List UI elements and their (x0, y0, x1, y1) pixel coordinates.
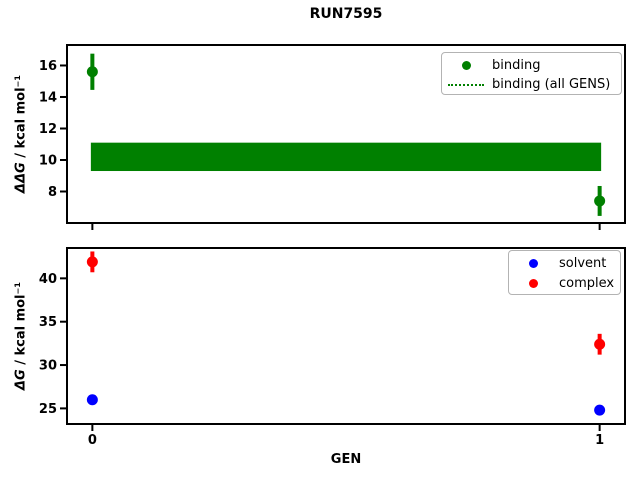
y-tick-label: 35 (39, 315, 57, 330)
x-axis-label: GEN (330, 452, 362, 467)
legend-handle (515, 278, 551, 288)
delta-g-label: ΔG (13, 369, 29, 391)
legend-label-solvent: solvent (559, 256, 607, 272)
binding-dot-icon (461, 61, 471, 70)
legend-solvent-complex: solvent complex (508, 250, 621, 295)
y-tick-label: 16 (39, 59, 57, 74)
solvent-data-point (86, 394, 98, 406)
figure-title: RUN7595 (309, 6, 383, 22)
legend-item-binding-all-gens: binding (all GENS) (448, 75, 615, 94)
complex-data-point (86, 256, 98, 268)
y-tick-label: 8 (48, 185, 57, 200)
legend-item-solvent: solvent (515, 254, 614, 274)
legend-label-binding-all-gens: binding (all GENS) (492, 77, 611, 92)
legend-handle (448, 61, 484, 70)
legend-item-binding: binding (448, 56, 615, 75)
dotted-line-icon (448, 83, 484, 86)
y-tick-label: 25 (39, 402, 57, 417)
complex-data-point (594, 338, 606, 350)
binding-data-point (594, 195, 606, 207)
x-tick-label: 1 (595, 433, 604, 448)
legend-handle (448, 83, 484, 86)
y-tick-label: 40 (39, 272, 57, 287)
legend-binding: binding binding (all GENS) (441, 52, 622, 95)
y-tick-label: 14 (39, 90, 57, 105)
legend-label-binding: binding (492, 58, 541, 73)
legend-item-complex: complex (515, 274, 614, 294)
complex-dot-icon (528, 278, 538, 288)
axes-frame (66, 247, 626, 425)
solvent-data-point (594, 404, 606, 416)
y-tick-label: 10 (39, 153, 57, 168)
y-axis-unit-label: / kcal mol⁻¹ (13, 74, 29, 163)
bottom-y-axis-label: ΔG / kcal mol⁻¹ (14, 282, 29, 390)
binding-data-point (86, 66, 98, 78)
delta-delta-g-label: ΔΔG (13, 162, 29, 194)
legend-label-complex: complex (559, 275, 615, 291)
legend-handle (515, 259, 551, 269)
x-tick-label: 0 (88, 433, 97, 448)
y-tick-label: 12 (39, 122, 57, 137)
axes-frame (66, 44, 626, 224)
solvent-dot-icon (528, 259, 538, 269)
top-y-axis-label: ΔΔG / kcal mol⁻¹ (14, 75, 29, 193)
y-axis-unit-label: / kcal mol⁻¹ (13, 281, 29, 370)
y-tick-label: 30 (39, 359, 57, 374)
